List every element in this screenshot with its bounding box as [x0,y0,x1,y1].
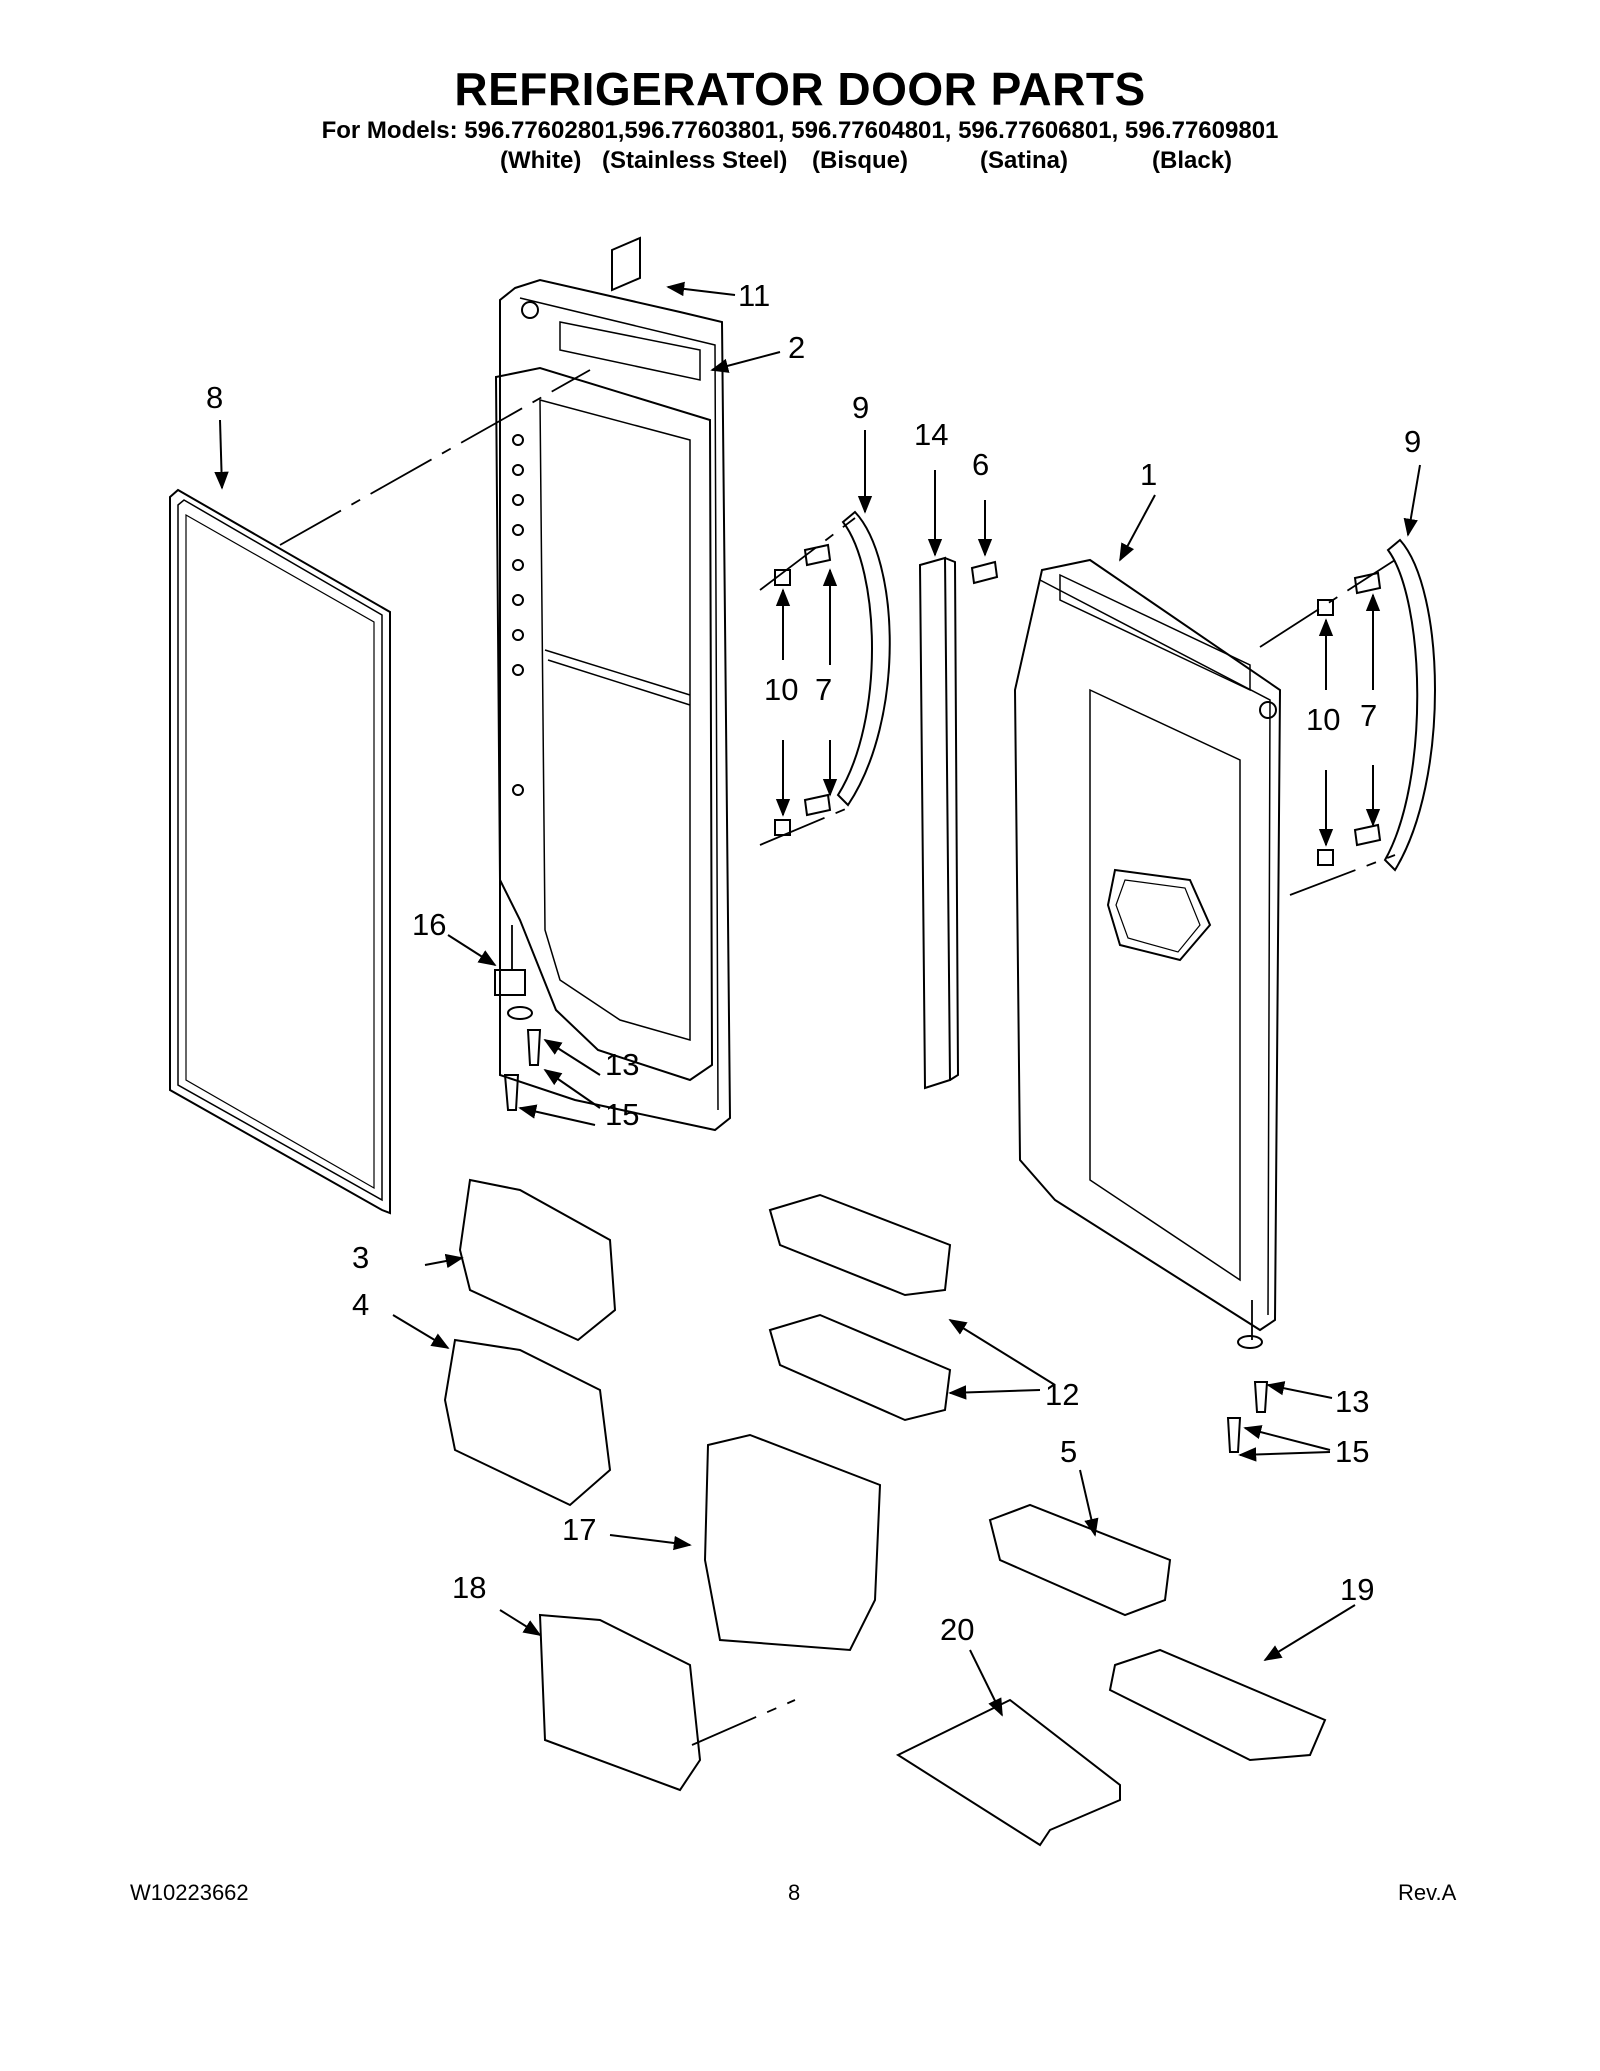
callout-1: 1 [1140,457,1157,492]
callout-13-right: 13 [1335,1384,1369,1419]
part-15-screw-right [1226,1417,1242,1453]
assembly-lines [279,369,1396,1746]
part-20-spill-tray [895,1698,1121,1847]
callout-5: 5 [1060,1434,1077,1469]
callout-16: 16 [412,907,446,942]
part-9-handle-right [1383,538,1436,872]
part-13-washer-left [507,1006,533,1020]
callout-4: 4 [352,1287,369,1322]
callout-15-left: 15 [605,1097,639,1132]
callout-2: 2 [788,330,805,365]
finish-white: (White) [500,147,582,174]
callout-17: 17 [562,1512,596,1547]
callout-14: 14 [914,417,948,452]
part-8-door-gasket [169,488,391,1215]
part-13-washer-right [1237,1335,1263,1349]
page-title: REFRIGERATOR DOOR PARTS [454,63,1146,115]
part-2-left-door [494,278,732,1132]
document-number: W10223662 [130,1880,249,1905]
part-7-screw [1353,823,1382,847]
callout-15-right: 15 [1335,1434,1369,1469]
part-5-shelf [988,1503,1172,1617]
finishes-line: (White) (Stainless Steel) (Bisque) (Sati… [0,147,1600,177]
part-3-upper-bin [458,1178,617,1342]
finish-stainless-steel: (Stainless Steel) [602,147,788,174]
page-number: 8 [788,1880,801,1905]
part-13-screw-right [1253,1381,1269,1413]
part-13-screw-left [526,1029,542,1066]
part-16-hinge-pin [494,969,526,996]
part-18-bin [538,1613,702,1792]
part-1-right-door [1013,558,1282,1332]
part-12-shelf-upper [768,1193,952,1297]
part-9-handle-left [836,510,891,807]
callout-9-left: 9 [852,390,869,425]
callout-6: 6 [972,447,989,482]
callout-8: 8 [206,380,223,415]
models-line: For Models: 596.77602801,596.77603801, 5… [321,117,1279,144]
part-19-grille [1108,1648,1327,1762]
callout-labels: 11 2 8 9 14 6 1 9 10 7 10 7 10 7 10 7 16… [206,278,1421,1647]
part-7-screw [803,793,832,817]
callout-20: 20 [940,1612,974,1647]
part-4-lower-bin [443,1338,612,1507]
callout-10-right: 10 [1306,702,1340,737]
leader-arrows [214,281,1421,1717]
callout-11: 11 [738,278,770,313]
part-15-screw-left [503,1074,520,1111]
revision-label: Rev.A [1398,1880,1457,1905]
part-14-mullion [918,556,960,1090]
callout-7-left-top: 7 [815,672,832,707]
part-10-stud [774,819,791,836]
part-7-screw [1353,571,1382,595]
part-12-shelf-lower [768,1313,952,1422]
finish-bisque: (Bisque) [812,147,908,174]
callout-18: 18 [452,1570,486,1605]
callout-19: 19 [1340,1572,1374,1607]
callout-7-right: 7 [1360,698,1377,733]
part-6-screw [970,560,999,585]
finish-black: (Black) [1152,147,1233,174]
callout-13-left: 13 [605,1047,639,1082]
callout-9-right: 9 [1404,424,1421,459]
callout-3: 3 [352,1240,369,1275]
part-17-bin-housing [703,1433,882,1652]
part-10-stud [1317,849,1334,866]
part-11-label [611,236,641,292]
callout-12: 12 [1045,1377,1079,1412]
part-7-screw [803,543,832,567]
finish-satina: (Satina) [980,147,1069,174]
callout-10-left-top: 10 [764,672,798,707]
